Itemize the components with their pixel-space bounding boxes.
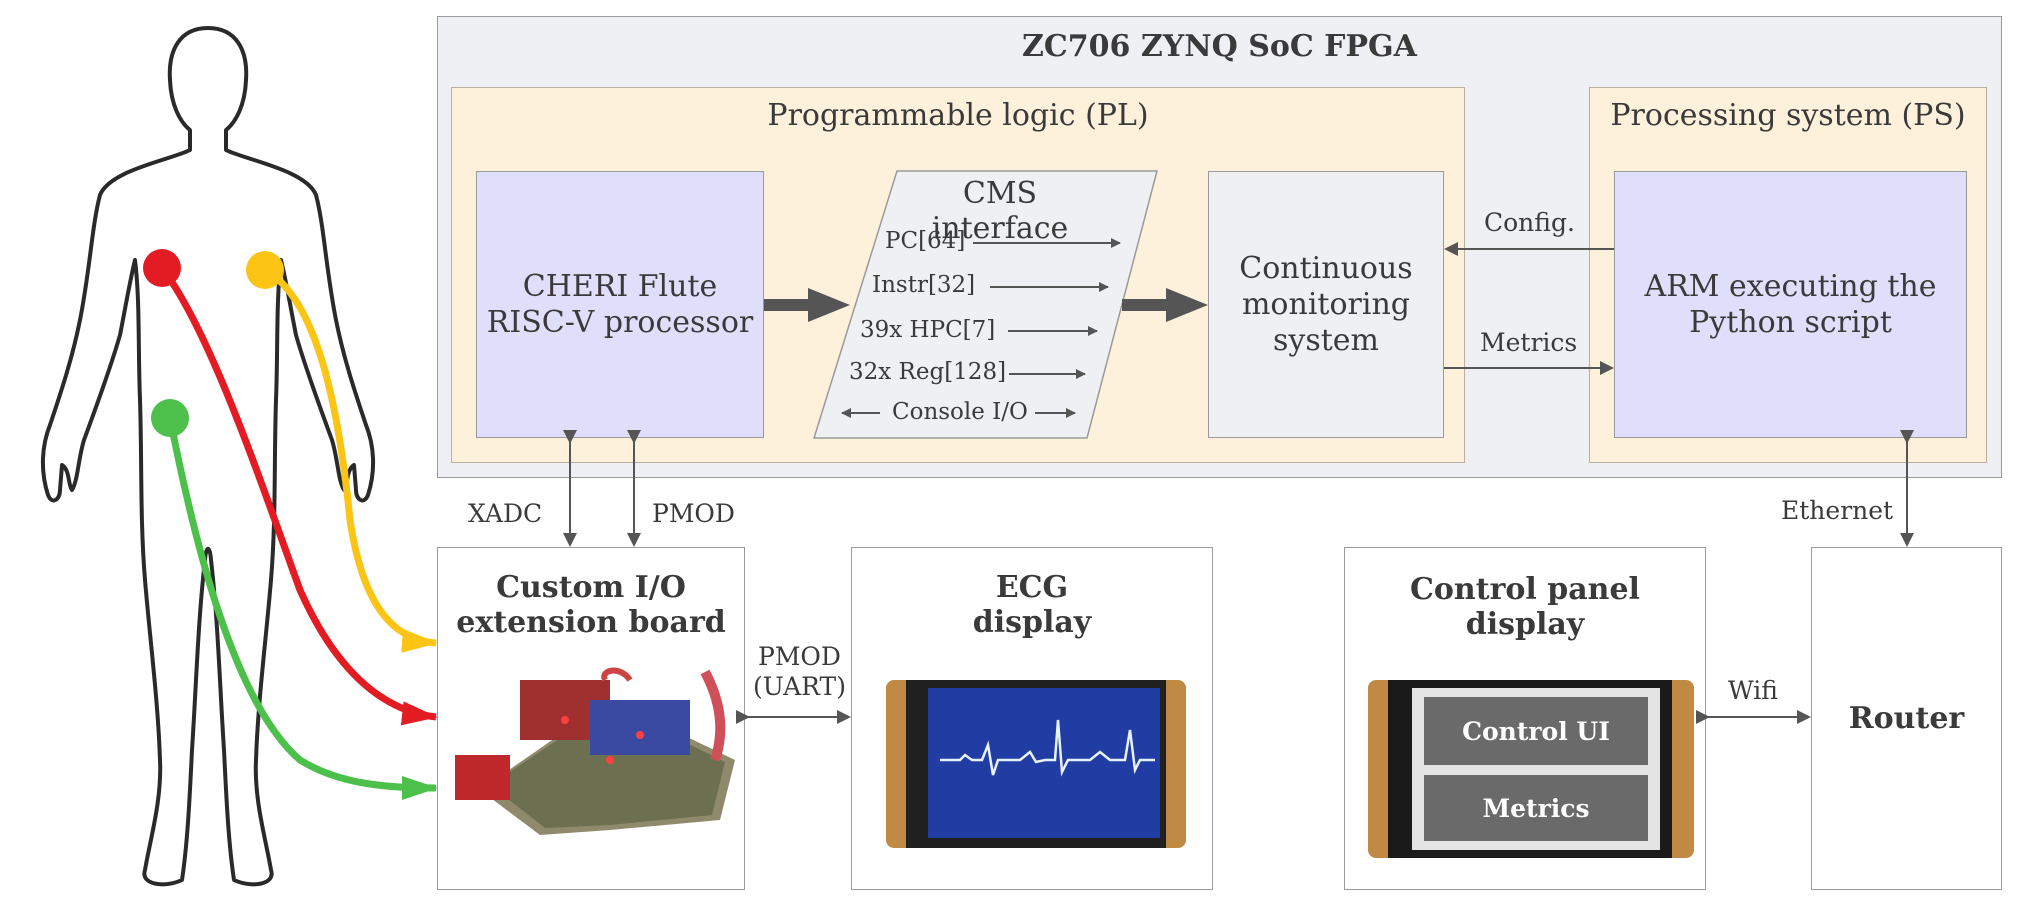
cms-to-monitor-arrow [1122,288,1208,322]
human-body-silhouette [40,26,376,887]
fpga-title: ZC706 ZYNQ SoC FPGA [1022,29,1417,64]
yellow-electrode-wire [263,266,438,653]
io-board-title-line2: extension board [456,605,726,640]
pmod-uart-label-line1: PMOD [758,642,841,671]
cms-title: CMS interface [931,176,1069,246]
arm-label-line2: Python script [1689,304,1892,340]
metrics-screen-text: Metrics [1482,793,1590,823]
cheri-processor-block: CHERI Flute RISC-V processor [476,171,764,438]
arm-label-line1: ARM executing the [1644,268,1937,304]
control-ui-screen-label: Control UI [1424,697,1648,765]
control-panel-title-line1: Control panel [1410,572,1640,607]
ethernet-label: Ethernet [1781,496,1894,525]
monitor-label-line1: Continuous [1239,250,1413,286]
cms-signal-hpc: 39x HPC[7] [860,317,996,343]
arm-processor-block: ARM executing the Python script [1614,171,1967,438]
control-panel-title-line2: display [1465,607,1585,642]
metrics-label: Metrics [1480,328,1578,357]
pmod-label: PMOD [652,499,735,528]
cms-signal-instr: Instr[32] [872,272,976,298]
green-electrode-wire [166,417,438,800]
ps-title: Processing system (PS) [1610,98,1966,133]
io-board-title: Custom I/O extension board [438,570,744,640]
io-board-photo [455,667,735,835]
ecg-trace [940,719,1155,777]
continuous-monitoring-block: Continuous monitoring system [1208,171,1444,438]
cheri-to-cms-arrow [764,288,850,322]
monitor-label-line3: system [1272,322,1379,358]
router-block: Router [1811,547,2002,890]
ecg-title: ECG display [852,570,1212,640]
control-panel-photo [1368,680,1694,858]
green-electrode [151,399,189,437]
red-electrode [143,249,181,287]
cms-signal-reg: 32x Reg[128] [849,359,1007,385]
red-electrode-wire [159,265,438,726]
xadc-label: XADC [468,499,543,528]
wifi-label: Wifi [1728,676,1778,705]
cheri-label-line2: RISC-V processor [486,304,754,340]
router-label: Router [1848,701,1965,736]
monitor-label-line2: monitoring [1241,286,1410,322]
metrics-screen-label: Metrics [1424,775,1648,841]
pmod-uart-label-line2: (UART) [753,672,846,701]
ecg-display-photo [886,680,1186,848]
config-label: Config. [1484,208,1575,237]
cheri-label-line1: CHERI Flute [522,268,718,304]
control-panel-title: Control panel display [1345,572,1705,642]
pmod-uart-label: PMOD (UART) [748,642,851,702]
ecg-title-line1: ECG [995,570,1069,605]
io-board-title-line1: Custom I/O [496,570,686,605]
pl-title: Programmable logic (PL) [767,98,1149,133]
cms-signal-pc: PC[64] [885,228,966,254]
ecg-title-line2: display [972,605,1092,640]
cms-signal-console: Console I/O [892,399,1028,425]
control-ui-text: Control UI [1462,716,1610,746]
yellow-electrode [246,251,284,289]
